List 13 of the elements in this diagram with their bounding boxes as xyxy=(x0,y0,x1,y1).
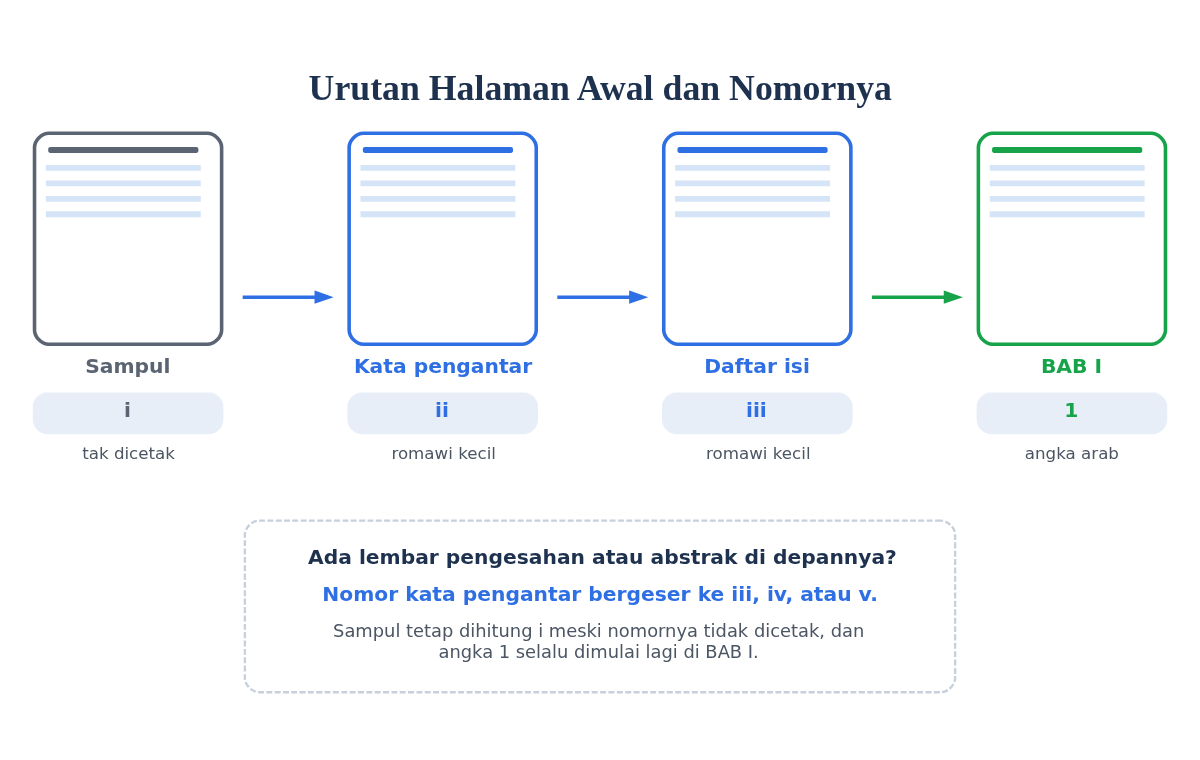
diagram-title: Urutan Halaman Awal dan Nomornya xyxy=(308,67,892,108)
node-label: romawi kecil xyxy=(706,444,811,464)
node-label: angka arab xyxy=(1024,444,1119,464)
node-label: tak dicetak xyxy=(82,444,175,464)
arrow xyxy=(557,290,649,304)
node-label: iii xyxy=(745,398,767,423)
node-label: romawi kecil xyxy=(391,444,496,464)
arrow xyxy=(871,290,963,304)
node-label: i xyxy=(123,398,131,423)
node-box: Ada lembar pengesahan atau abstrak di depannya? Nomor kata pengantar bergeser ke iii, iv, atau v. Sampul tetap dihitung i meski nomornya tidak dicetak, dan angka 1 selalu dimulai lagi di BAB I. xyxy=(243,519,957,694)
node-label: 1 xyxy=(1064,398,1079,423)
node-label: ii xyxy=(434,398,449,423)
arrow xyxy=(242,290,334,304)
